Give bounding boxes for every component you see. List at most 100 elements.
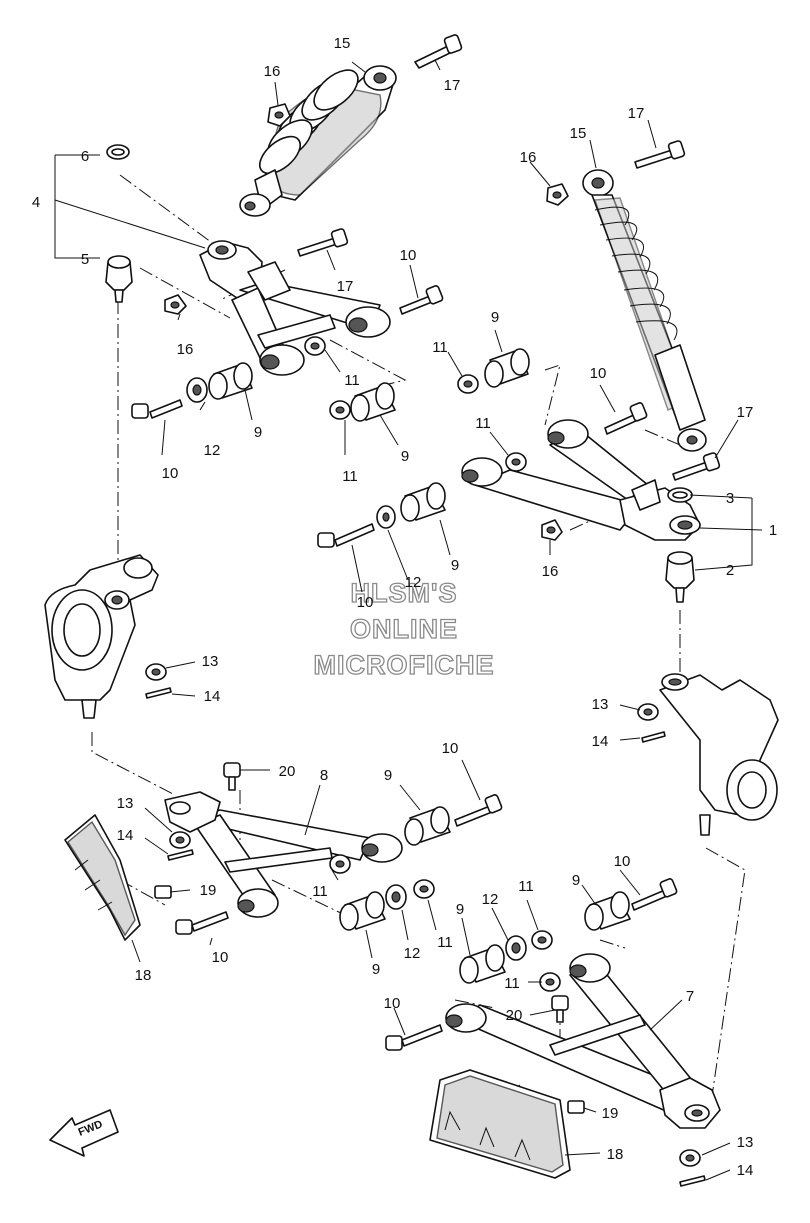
callout-10: 10 xyxy=(400,247,417,264)
callout-14d: 14 xyxy=(737,1162,754,1179)
bolt-17-right-mid xyxy=(672,452,721,481)
callout-6: 6 xyxy=(81,148,89,165)
bushing-9-right-a xyxy=(484,348,530,388)
callout-19b: 19 xyxy=(602,1105,619,1122)
bolt-10-left xyxy=(131,399,183,419)
cotter-pin-14-left-lower xyxy=(167,849,194,861)
bushing-9-lower-left-b xyxy=(339,891,386,931)
callout-11c: 11 xyxy=(432,339,448,356)
callout-19: 19 xyxy=(200,882,217,899)
callout-10c: 10 xyxy=(590,365,607,382)
left-shock-absorber xyxy=(239,65,397,217)
callout-11: 11 xyxy=(344,372,360,389)
washer-12-right xyxy=(376,505,396,529)
callout-16: 16 xyxy=(264,63,281,80)
nut-11-lower-left-b xyxy=(413,879,435,899)
callout-10f: 10 xyxy=(212,949,229,966)
cotter-pin-14-left xyxy=(145,687,172,699)
nut-11-lower-right-b xyxy=(539,972,561,992)
nut-11-lower-right-a xyxy=(531,930,553,950)
callout-17: 17 xyxy=(444,77,461,94)
callout-10e: 10 xyxy=(442,740,459,757)
right-shock-absorber xyxy=(582,169,707,452)
nut-11-left-b xyxy=(329,400,351,420)
callout-10h: 10 xyxy=(384,995,401,1012)
callout-9d: 9 xyxy=(451,557,459,574)
forward-direction-badge: FWD xyxy=(49,1109,119,1157)
callout-18b: 18 xyxy=(607,1146,624,1163)
nut-13-right-lower xyxy=(679,1149,701,1167)
skid-plate-18-right xyxy=(429,1069,571,1179)
bushing-9-lower-right-a xyxy=(584,891,631,931)
watermark-line-3: MICROFICHE xyxy=(314,650,495,680)
bushing-9-left-a xyxy=(208,362,253,400)
callout-15b: 15 xyxy=(570,125,587,142)
bushing-9-right-b xyxy=(400,482,446,522)
watermark-line-2: ONLINE xyxy=(350,614,458,644)
bolt-10-lower-left-b xyxy=(175,911,229,935)
right-upper-a-arm xyxy=(461,419,701,541)
nut-11-right-a xyxy=(457,374,479,394)
watermark-line-1: HLSM'S xyxy=(351,578,458,608)
callout-15: 15 xyxy=(334,35,351,52)
callout-16b: 16 xyxy=(177,341,194,358)
callout-20b: 20 xyxy=(506,1007,523,1024)
bushing-9-lower-left-a xyxy=(404,806,451,846)
callout-5: 5 xyxy=(81,251,89,268)
bolt-10-mid-left xyxy=(399,285,444,315)
ball-joint-2-right xyxy=(665,551,695,603)
cotter-pin-14-right-upper xyxy=(641,731,666,743)
callout-1: 1 xyxy=(769,522,777,539)
callout-9f: 9 xyxy=(372,961,380,978)
bolt-17-top-right xyxy=(634,140,686,169)
bolt-10-lower-right-b xyxy=(385,1024,443,1051)
nut-13-right-upper xyxy=(637,703,659,721)
callout-18: 18 xyxy=(135,967,152,984)
bolt-17-top-left xyxy=(414,34,463,69)
callout-20: 20 xyxy=(279,763,296,780)
callout-11d: 11 xyxy=(475,415,491,432)
circlip-6-left xyxy=(106,144,130,160)
clip-19-left xyxy=(154,885,172,899)
left-steering-knuckle xyxy=(44,554,159,719)
nut-16-mid-left xyxy=(164,294,187,315)
callout-9h: 9 xyxy=(572,872,580,889)
callout-11f: 11 xyxy=(437,934,453,951)
bolt-10-right-mid xyxy=(317,523,375,548)
callout-8: 8 xyxy=(320,767,328,784)
bolt-20-right xyxy=(551,995,569,1023)
callout-numbers: 15 16 17 6 4 5 17 10 16 11 9 12 10 11 9 … xyxy=(32,35,777,1179)
left-lower-a-arm xyxy=(164,791,403,918)
circlip-3-right xyxy=(667,487,693,503)
callout-14b: 14 xyxy=(592,733,609,750)
nut-11-lower-left-a xyxy=(329,854,351,874)
callout-14: 14 xyxy=(204,688,221,705)
callout-2: 2 xyxy=(726,562,734,579)
callout-10d: 10 xyxy=(357,594,374,611)
washer-12-lower-left xyxy=(385,884,407,910)
clip-19-right xyxy=(567,1100,585,1114)
skid-plate-18-left xyxy=(64,814,141,941)
right-lower-a-arm xyxy=(445,953,721,1129)
bushing-9-left-b xyxy=(350,382,396,422)
callout-9g: 9 xyxy=(456,901,464,918)
callout-11g: 11 xyxy=(518,878,534,895)
watermark: HLSM'S ONLINE MICROFICHE xyxy=(313,577,495,680)
nut-13-left-lower xyxy=(169,831,191,849)
callout-12: 12 xyxy=(204,442,221,459)
callout-17d: 17 xyxy=(737,404,754,421)
bolt-17-mid-left xyxy=(297,228,349,257)
left-upper-a-arm xyxy=(199,240,391,376)
callout-11h: 11 xyxy=(504,975,520,992)
washer-12-lower-right xyxy=(505,935,527,961)
leader-lines xyxy=(54,59,763,1181)
bolt-10-right-upper xyxy=(604,402,648,435)
nut-16-top-right xyxy=(546,183,569,206)
callout-17c: 17 xyxy=(628,105,645,122)
bushing-9-lower-right-b xyxy=(459,944,506,984)
nut-11-right-b xyxy=(505,452,527,472)
callout-13b: 13 xyxy=(592,696,609,713)
callout-10g: 10 xyxy=(614,853,631,870)
nut-13-left xyxy=(145,663,167,681)
callout-17b: 17 xyxy=(337,278,354,295)
